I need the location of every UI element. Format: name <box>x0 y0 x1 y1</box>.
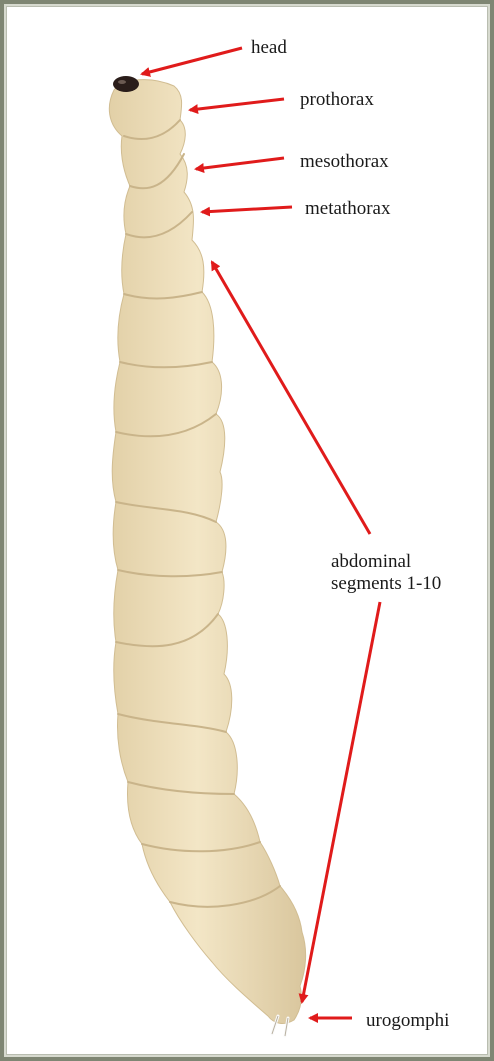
arrow-head <box>142 48 242 74</box>
label-urogomphi: urogomphi <box>366 1010 449 1032</box>
label-prothorax: prothorax <box>300 89 374 111</box>
head-shine <box>118 80 126 84</box>
label-mesothorax: mesothorax <box>300 151 389 173</box>
label-head: head <box>251 37 287 59</box>
figure-frame: head prothorax mesothorax metathorax abd… <box>4 4 490 1057</box>
larva-diagram <box>6 6 488 1055</box>
arrow-mesothorax <box>196 158 284 169</box>
arrow-abdominal-down <box>302 602 380 1002</box>
arrow-metathorax <box>202 207 292 212</box>
arrow-abdominal-up <box>212 262 370 534</box>
head-capsule <box>113 76 139 92</box>
arrow-prothorax <box>190 99 284 110</box>
larva-silhouette <box>109 80 305 1024</box>
label-metathorax: metathorax <box>305 198 390 220</box>
larva-body <box>109 76 305 1036</box>
label-abdominal-segments: abdominal segments 1-10 <box>331 551 441 595</box>
